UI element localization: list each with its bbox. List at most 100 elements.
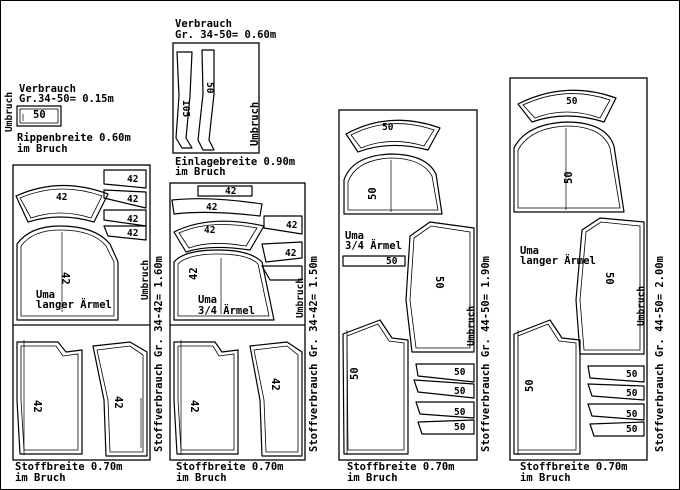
svg-text:50: 50 (626, 369, 638, 380)
interfacing-fold-label: Umbruch (249, 102, 261, 146)
svg-text:42: 42 (112, 396, 124, 409)
svg-text:50: 50 (382, 122, 394, 133)
layout-4-sleeve-label-2: langer Ärmel (520, 253, 596, 267)
svg-text:42: 42 (206, 202, 217, 213)
layout-3-front (342, 319, 409, 455)
layout-4: 50 50 Uma langer Ärmel 50 50 50 50 50 50… (509, 77, 666, 484)
layout-4-back (575, 217, 645, 355)
svg-text:50: 50 (349, 367, 361, 380)
layout-3-fold-note: im Bruch (347, 472, 398, 484)
interfacing-frame (172, 42, 260, 154)
svg-text:42: 42 (286, 220, 297, 231)
svg-text:42: 42 (127, 228, 138, 239)
layout-4-collar (517, 89, 617, 123)
ribbing-piece (16, 105, 62, 127)
svg-text:50: 50 (603, 272, 615, 285)
layout-3-collar (345, 119, 441, 153)
layout-3-frame (338, 109, 478, 461)
layout-3-consumption: Stoffverbrauch Gr. 44-50= 1.90m (480, 256, 492, 452)
svg-text:50: 50 (626, 409, 638, 420)
svg-text:42: 42 (127, 194, 138, 205)
interfacing-strip-1 (175, 51, 193, 149)
layout-3-sleeve (343, 153, 443, 215)
svg-text:42: 42 (204, 225, 215, 236)
layout-4-sleeve (513, 121, 625, 213)
svg-text:42: 42 (225, 186, 236, 197)
layout-4-front (513, 319, 581, 455)
svg-text:42: 42 (56, 192, 67, 203)
layout-2-fold-note: im Bruch (176, 472, 227, 484)
ribbing-block: Verbrauch Gr.34-50= 0.15m Umbruch 50 Rip… (4, 83, 131, 155)
interfacing-fold-note: im Bruch (175, 166, 226, 178)
layout-3-sleeve-label-1: Uma (345, 230, 364, 242)
layout-1-sleeve-label-1: Uma (36, 289, 55, 301)
layout-1-back (92, 341, 148, 457)
layout-4-sleeve-label-1: Uma (520, 245, 539, 257)
svg-text:50: 50 (454, 422, 466, 433)
svg-text:50: 50 (524, 379, 536, 392)
layout-4-frame (509, 77, 648, 461)
interfacing-consumption: Verbrauch (175, 18, 232, 30)
ribbing-fold-note: im Bruch (17, 143, 68, 155)
layout-2-sleeve (173, 249, 275, 321)
svg-text:42: 42 (59, 272, 71, 285)
layout-1-fold-label: Umbruch (140, 260, 151, 300)
svg-text:42: 42 (188, 400, 200, 413)
svg-text:42: 42 (285, 248, 296, 259)
layout-4-width: Stoffbreite 0.70m (520, 461, 627, 473)
layout-3-back (405, 221, 475, 353)
svg-text:50: 50 (566, 96, 578, 107)
layout-3: 50 50 Uma 3/4 Ärmel 50 50 50 50 50 50 50… (338, 109, 492, 484)
layout-3-sleeve-label-2: 3/4 Ärmel (345, 238, 402, 252)
svg-text:50: 50 (386, 256, 398, 267)
layout-1-collar (15, 184, 109, 223)
layout-2-width: Stoffbreite 0.70m (176, 461, 283, 473)
layout-2-sleeve-label-1: Uma (198, 294, 217, 306)
layout-1-sleeve-label-2: langer Ärmel (36, 297, 112, 311)
layout-4-consumption: Stoffverbrauch Gr. 44-50= 2.00m (654, 256, 666, 452)
svg-text:42: 42 (188, 267, 200, 280)
svg-text:50: 50 (454, 407, 466, 418)
svg-text:50: 50 (454, 386, 466, 397)
ribbing-fold-label: Umbruch (4, 92, 15, 132)
layout-3-fold-label: Umbruch (466, 306, 477, 346)
svg-text:42: 42 (127, 214, 138, 225)
layout-1-front (16, 341, 83, 455)
layout-1-frame (12, 164, 151, 461)
layout-2-consumption: Stoffverbrauch Gr. 34-42= 1.50m (308, 256, 320, 452)
svg-text:50: 50 (367, 187, 379, 200)
layout-1-width: Stoffbreite 0.70m (15, 461, 122, 473)
svg-text:42: 42 (269, 378, 281, 391)
ribbing-width: Rippenbreite 0.60m (17, 132, 131, 144)
svg-text:42: 42 (31, 400, 43, 413)
layout-1-fold-note: im Bruch (15, 472, 66, 484)
layout-2-front (173, 341, 239, 455)
layout-4-fold-note: im Bruch (520, 472, 571, 484)
ribbing-consumption: Verbrauch (19, 83, 76, 95)
layout-2-back (249, 341, 303, 457)
interfacing-size-consumption: Gr. 34-50= 0.60m (175, 29, 276, 41)
svg-text:50: 50 (433, 276, 445, 289)
interfacing-width: Einlagebreite 0.90m (175, 156, 295, 168)
layout-1-sleeve (16, 225, 119, 321)
ribbing-number: 50 (33, 109, 46, 121)
layout-2-sleeve-label-2: 3/4 Ärmel (198, 303, 255, 317)
layout-1-consumption: Stoffverbrauch Gr. 34-42= 1.60m (153, 256, 165, 452)
layout-2-fold-label: Umbruch (295, 278, 306, 318)
svg-text:50: 50 (563, 171, 575, 184)
layout-4-fold-label: Umbruch (636, 286, 647, 326)
layout-1: 42 42 42 42 42 42 Uma langer Ärmel 42 42… (12, 164, 165, 484)
svg-text:50: 50 (626, 388, 638, 399)
svg-text:50: 50 (626, 424, 638, 435)
interfacing-block: Verbrauch Gr. 34-50= 0.60m 105 50 Umbruc… (172, 18, 295, 178)
layout-3-width: Stoffbreite 0.70m (347, 461, 454, 473)
ribbing-size-consumption: Gr.34-50= 0.15m (19, 93, 114, 105)
layout-2-frame (169, 182, 306, 461)
layout-2-collar (173, 220, 265, 253)
layout-2: 42 42 42 42 42 42 Uma 3/4 Ärmel 42 42 Um… (169, 182, 320, 484)
svg-text:42: 42 (127, 174, 138, 185)
svg-text:50: 50 (454, 367, 466, 378)
interfacing-strip-2 (197, 49, 215, 151)
